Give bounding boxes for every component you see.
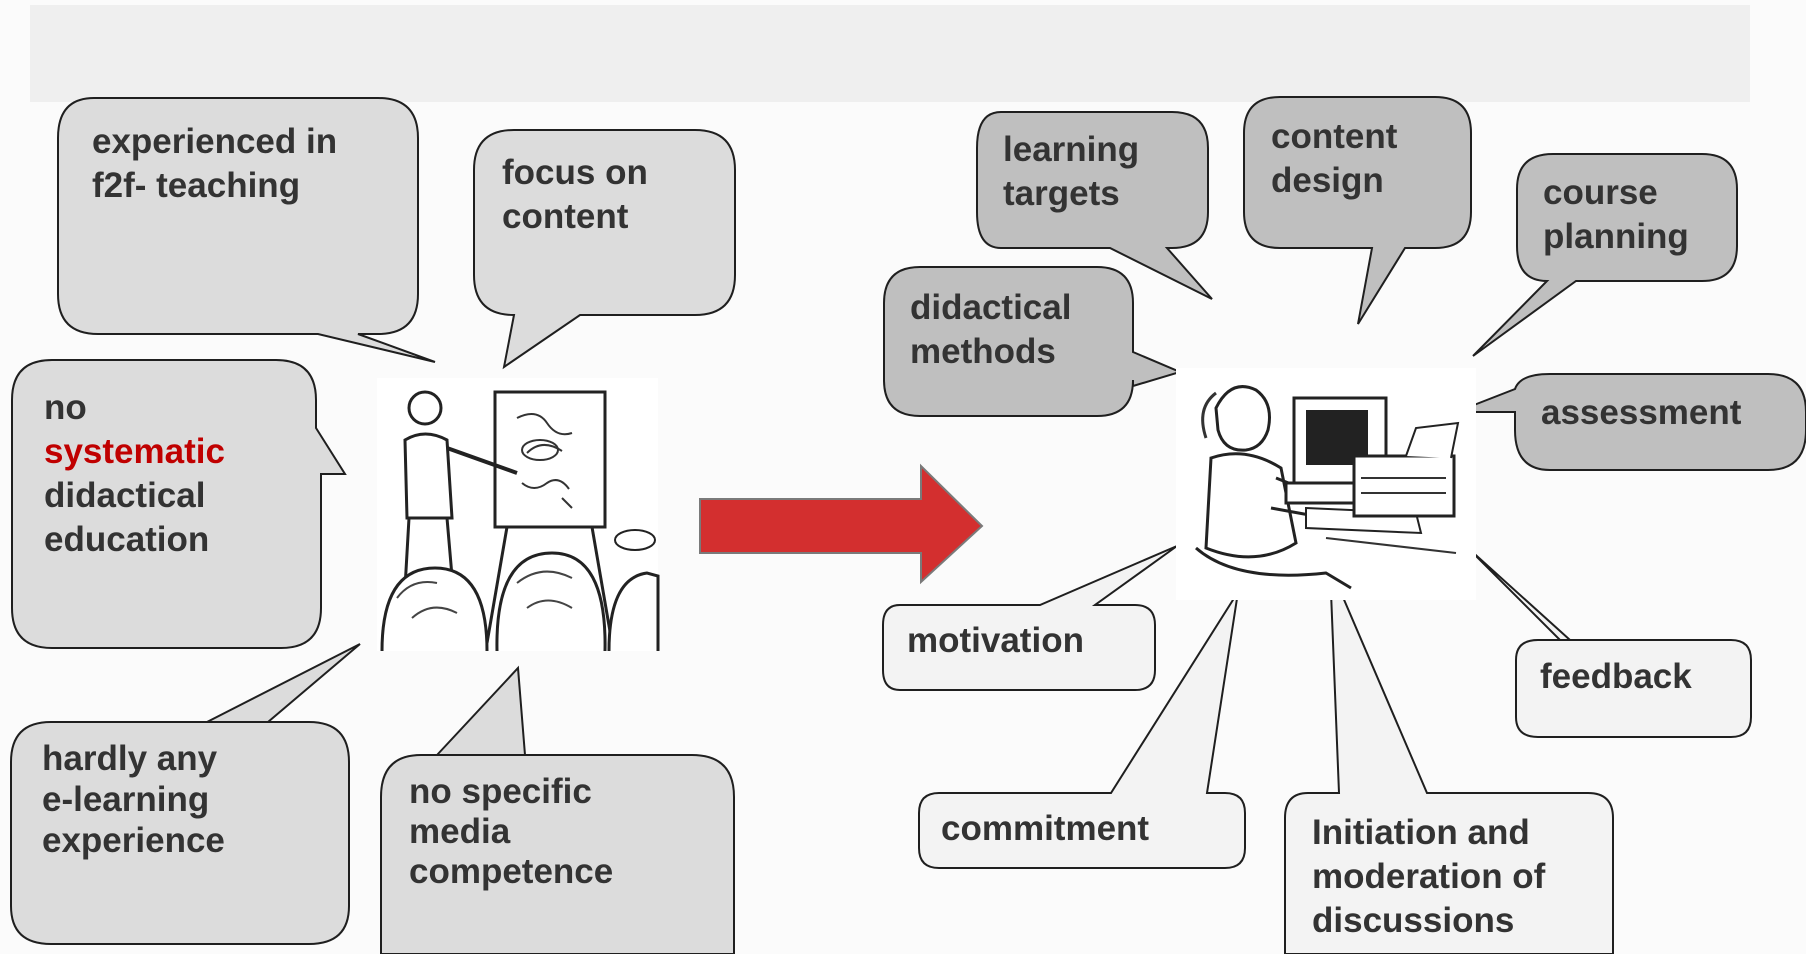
- bubble-focus: [473, 129, 736, 370]
- bubble-line: Initiation and: [1312, 813, 1530, 852]
- bubble-focus-text: focus on content: [502, 151, 648, 239]
- bubble-feedback: [1467, 547, 1752, 738]
- bubble-line: learning: [1003, 130, 1140, 169]
- bubble-commitment: [918, 591, 1246, 869]
- bubble-experienced: [57, 97, 436, 363]
- bubble-hardly-text: hardly any e-learning experience: [42, 738, 225, 861]
- bubble-line: motivation: [907, 621, 1084, 660]
- bubble-line: methods: [910, 332, 1056, 371]
- bubble-line: didactical: [44, 476, 206, 515]
- transition-arrow: [699, 463, 984, 585]
- bubble-line: experienced in: [92, 122, 338, 161]
- bubble-no-systematic-text: no systematic didactical education: [44, 386, 225, 562]
- bubble-line: content: [502, 197, 629, 236]
- bubble-line: feedback: [1540, 657, 1692, 696]
- bubble-content-design: [1243, 96, 1472, 325]
- bubble-no-systematic: [11, 359, 347, 649]
- bubble-line: didactical: [910, 288, 1072, 327]
- bubble-no-media: [380, 665, 735, 954]
- bubble-line: assessment: [1541, 393, 1742, 432]
- bubble-line: no: [44, 388, 87, 427]
- computer-user-illustration: [1176, 368, 1476, 600]
- bubble-line: content: [1271, 117, 1398, 156]
- bubble-assessment-text: assessment: [1541, 391, 1741, 435]
- bubble-line: media: [409, 812, 511, 851]
- bubble-no-media-text: no specific media competence: [409, 772, 613, 892]
- bubble-feedback-text: feedback: [1540, 655, 1692, 699]
- title-band: [30, 5, 1750, 102]
- bubble-experienced-text: experienced in f2f- teaching: [92, 120, 337, 208]
- bubble-course-planning-text: course planning: [1543, 171, 1689, 259]
- bubble-assessment: [1455, 373, 1806, 471]
- bubble-hardly: [10, 643, 361, 945]
- bubble-course-planning: [1472, 153, 1738, 357]
- bubble-didactical-methods: [883, 266, 1183, 417]
- bubble-line: discussions: [1312, 901, 1515, 940]
- bubble-line: design: [1271, 161, 1384, 200]
- highlight-systematic: systematic: [44, 432, 225, 471]
- bubble-line: course: [1543, 173, 1658, 212]
- bubble-initiation-text: Initiation and moderation of discussions: [1312, 811, 1545, 943]
- bubble-motivation-text: motivation: [907, 619, 1084, 663]
- bubble-initiation: [1284, 566, 1614, 954]
- bubble-line: f2f- teaching: [92, 166, 301, 205]
- bubble-line: education: [44, 520, 210, 559]
- bubble-line: experience: [42, 821, 225, 860]
- bubble-line: competence: [409, 852, 614, 891]
- bubble-line: e-learning: [42, 780, 210, 819]
- bubble-line: targets: [1003, 174, 1120, 213]
- bubble-line: commitment: [941, 809, 1150, 848]
- bubble-line: hardly any: [42, 739, 218, 778]
- bubble-line: planning: [1543, 217, 1689, 256]
- bubble-commitment-text: commitment: [941, 807, 1149, 851]
- bubble-line: no specific: [409, 772, 592, 811]
- bubble-content-design-text: content design: [1271, 115, 1397, 203]
- bubble-learning-targets-text: learning targets: [1003, 128, 1139, 216]
- teacher-illustration: [377, 378, 660, 652]
- bubble-learning-targets: [976, 111, 1213, 300]
- bubble-line: moderation of: [1312, 857, 1546, 896]
- bubble-motivation: [882, 545, 1178, 691]
- bubble-didactical-methods-text: didactical methods: [910, 286, 1071, 374]
- bubble-line: focus on: [502, 153, 648, 192]
